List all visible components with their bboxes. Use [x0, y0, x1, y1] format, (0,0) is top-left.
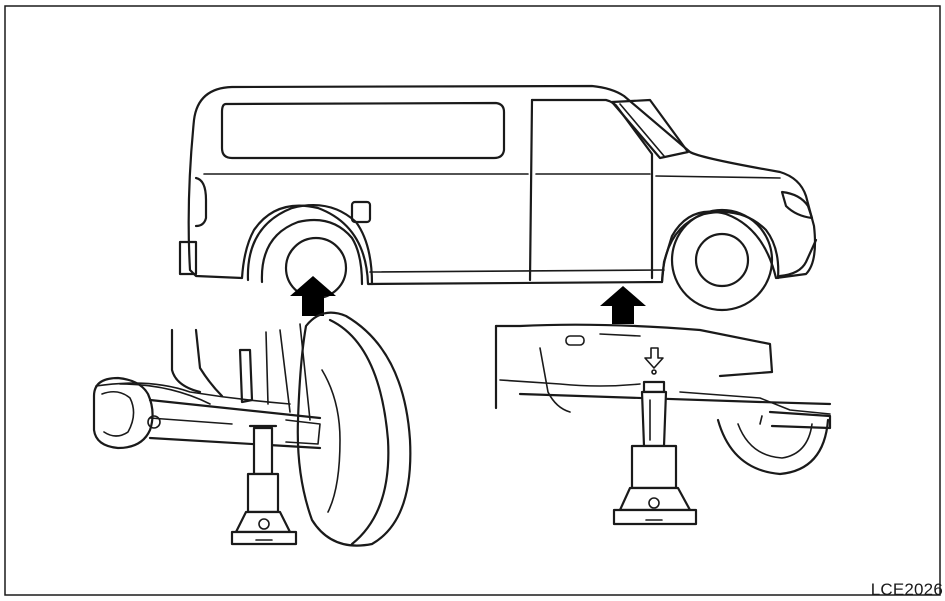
front-frame-detail-icon — [494, 323, 832, 476]
figure-code: LCE2026 — [870, 580, 943, 599]
jack-point-arrow-rear-icon — [290, 276, 336, 316]
van-side-view-icon — [178, 84, 818, 312]
jack-point-marker-icon — [644, 347, 664, 375]
front-frame-jack-icon — [612, 380, 698, 526]
jack-point-arrow-front-icon — [600, 286, 646, 324]
figure-border — [4, 5, 941, 596]
rear-axle-detail-icon — [92, 311, 412, 547]
rear-axle-jack-icon — [230, 424, 298, 546]
